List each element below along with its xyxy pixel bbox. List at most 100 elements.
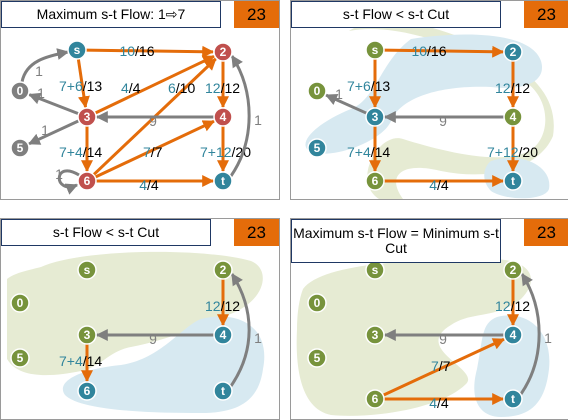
edge-0-s: [20, 48, 70, 83]
node-label: 4: [510, 110, 517, 124]
node-label: 2: [220, 263, 227, 277]
edge-label-6-6: 1: [55, 166, 63, 182]
node-5: 5: [307, 138, 327, 158]
node-label: 3: [372, 328, 379, 342]
edge-label-3-2: 4/4: [121, 80, 141, 96]
edge-label-6-t: 4/4: [139, 177, 159, 193]
edge-label-s-3: 7+6/13: [59, 78, 102, 94]
node-label: s: [372, 43, 379, 57]
edge-label-3-0: 1: [335, 86, 343, 102]
edge-label-t-2: 1: [254, 112, 262, 128]
node-4: 4: [503, 325, 523, 345]
edge-label-4-3: 9: [149, 331, 157, 347]
edge-label-s-2: 10/16: [119, 43, 154, 59]
edge-t-2: [229, 272, 251, 387]
node-label: 0: [314, 84, 321, 98]
edge-label-2-4: 12/12: [205, 298, 240, 314]
node-label: t: [221, 384, 225, 398]
node-label: 2: [510, 263, 517, 277]
node-label: 6: [372, 174, 379, 188]
node-6: 6: [365, 171, 385, 191]
panel-title: s-t Flow < s-t Cut: [1, 219, 211, 246]
edge-label-4-3: 9: [439, 331, 447, 347]
edge-label-s-3: 7+6/13: [347, 78, 390, 94]
edge-label-3-6: 7+4/14: [59, 353, 102, 369]
node-label: 4: [220, 110, 227, 124]
node-3: 3: [365, 107, 385, 127]
node-label: s: [84, 263, 91, 277]
edge-3-0: [325, 93, 368, 115]
node-4: 4: [503, 107, 523, 127]
node-0: 0: [10, 293, 30, 313]
node-label: 0: [17, 296, 24, 310]
node-6: 6: [77, 381, 97, 401]
edge-label-4-t: 7+12/20: [200, 144, 251, 160]
panel-title: Maximum s-t Flow: 1⇨7: [1, 1, 221, 28]
node-3: 3: [77, 107, 97, 127]
node-label: 2: [220, 45, 227, 59]
flow-value-badge: 23: [234, 1, 279, 28]
flow-value-badge: 23: [234, 219, 279, 246]
source-side-region: [7, 251, 263, 376]
node-label: 3: [372, 110, 379, 124]
edge-3-2: [94, 54, 216, 115]
edge-3-5: [27, 119, 80, 146]
edge-label-6-4: 7/7: [431, 358, 451, 374]
edge-s-2: [383, 45, 505, 58]
edge-label-4-3: 9: [149, 113, 157, 129]
edge-label-4-t: 7+12/20: [487, 144, 538, 160]
node-label: 0: [314, 296, 321, 310]
edge-t-2: [519, 272, 541, 395]
node-t: t: [213, 171, 233, 191]
node-label: 5: [314, 351, 321, 365]
node-5: 5: [10, 138, 30, 158]
source-side-region: [296, 259, 531, 416]
node-label: 4: [510, 328, 517, 342]
node-s: s: [365, 40, 385, 60]
node-label: 6: [84, 384, 91, 398]
edge-s-2: [85, 45, 215, 58]
node-6: 6: [77, 171, 97, 191]
node-2: 2: [503, 42, 523, 62]
node-5: 5: [10, 348, 30, 368]
edge-label-2-4: 12/12: [205, 80, 240, 96]
node-2: 2: [213, 260, 233, 280]
node-0: 0: [10, 81, 30, 101]
edge-label-6-4: 7/7: [143, 144, 163, 160]
edge-label-4-3: 9: [439, 113, 447, 129]
edge-label-3-6: 7+4/14: [59, 144, 102, 160]
node-label: 2: [510, 45, 517, 59]
edge-label-3-0: 1: [37, 85, 45, 101]
edge-label-6-2: 6/10: [168, 80, 195, 96]
node-label: 4: [220, 328, 227, 342]
edge-6-4: [382, 337, 506, 397]
node-label: 5: [314, 141, 321, 155]
edge-label-2-4: 12/12: [495, 80, 530, 96]
node-2: 2: [503, 260, 523, 280]
node-0: 0: [307, 81, 327, 101]
node-s: s: [365, 260, 385, 280]
edge-3-0: [28, 92, 80, 116]
node-label: s: [372, 263, 379, 277]
node-label: s: [74, 43, 81, 57]
node-label: 0: [17, 84, 24, 98]
node-0: 0: [307, 293, 327, 313]
node-label: 6: [372, 392, 379, 406]
edge-label-s-2: 10/16: [411, 43, 446, 59]
sink-side-region: [305, 34, 543, 154]
node-4: 4: [213, 107, 233, 127]
node-label: 3: [84, 328, 91, 342]
flow-network-graph: 10/16 7+6/13 4/4 6/10 12/12 9 7+4/14 7/7 7+12/20…: [10, 40, 262, 195]
node-t: t: [503, 171, 523, 191]
node-label: 6: [84, 174, 91, 188]
node-label: t: [511, 392, 515, 406]
node-6: 6: [365, 389, 385, 409]
panel-max-flow-min-cut: Maximum s-t Flow = Minimum s-t Cut 23 12…: [290, 218, 568, 420]
edge-label-0-s: 1: [35, 63, 43, 79]
edge-6-6: [57, 169, 80, 195]
